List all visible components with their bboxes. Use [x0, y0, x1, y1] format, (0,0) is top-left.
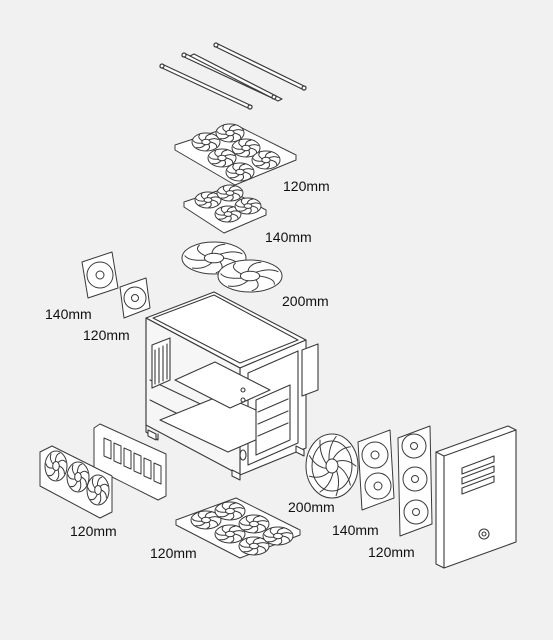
fan-icon — [231, 138, 261, 158]
fan-icon — [217, 259, 283, 293]
fan-icon — [191, 132, 221, 152]
fan-icon — [190, 510, 222, 530]
top-rails — [159, 42, 307, 110]
chassis — [145, 291, 319, 481]
fan-icon — [251, 150, 281, 170]
fan-icon — [214, 524, 246, 544]
front-fans-120 — [397, 425, 433, 537]
fan-blade — [332, 446, 351, 460]
fan-icon — [262, 526, 294, 546]
filter-slot — [123, 447, 132, 470]
filter-slot — [153, 462, 162, 485]
fan-icon — [207, 148, 237, 168]
fan-blade — [319, 439, 327, 465]
bottom-filter-panel — [93, 423, 167, 501]
label-bottom-fans-120: 120mm — [150, 545, 197, 561]
fan-icon — [214, 501, 246, 521]
top-fan-tray-140 — [183, 184, 267, 234]
label-front-fans-120: 120mm — [368, 544, 415, 560]
fan-icon — [234, 197, 262, 215]
filter-slot — [103, 437, 112, 460]
fan-blade — [319, 472, 334, 493]
fan-icon — [215, 123, 245, 143]
label-bottom-left-fans-120: 120mm — [70, 523, 117, 539]
top-fan-tray-120 — [174, 123, 297, 186]
fan-blade — [336, 460, 357, 467]
fan-icon — [44, 450, 68, 482]
label-front-fan-200: 200mm — [288, 499, 335, 515]
fan-icon — [225, 162, 255, 182]
label-top-fans-200: 200mm — [282, 293, 329, 309]
fan-blade — [328, 436, 337, 461]
fan-icon — [214, 205, 242, 223]
label-rear-fan-140: 140mm — [45, 306, 92, 322]
fan-blade — [335, 470, 340, 497]
fan-icon — [66, 461, 90, 493]
label-top-fans-140: 140mm — [265, 229, 312, 245]
bottom-fan-tray-120 — [175, 497, 301, 559]
rear-fan-120 — [119, 277, 151, 319]
fan-icon — [238, 514, 270, 534]
label-rear-fan-120: 120mm — [83, 327, 130, 343]
filter-slot — [143, 457, 152, 480]
front-fan-200 — [305, 433, 359, 499]
label-top-fans-120: 120mm — [283, 178, 330, 194]
top-fan-pair-200 — [181, 241, 283, 293]
fan-blade — [308, 471, 330, 478]
label-front-fans-140: 140mm — [332, 522, 379, 538]
filter-slot — [113, 442, 122, 465]
filter-slot — [133, 452, 142, 475]
fan-icon — [194, 191, 222, 209]
fan-blade — [309, 455, 327, 469]
rear-fan-140 — [81, 251, 119, 299]
fan-icon — [238, 536, 270, 556]
front-fans-140 — [357, 429, 395, 511]
front-panel — [435, 425, 517, 569]
fan-icon — [86, 474, 110, 506]
fan-icon — [216, 184, 244, 202]
fan-blade — [337, 465, 351, 486]
bottom-left-fans-120 — [39, 445, 113, 519]
